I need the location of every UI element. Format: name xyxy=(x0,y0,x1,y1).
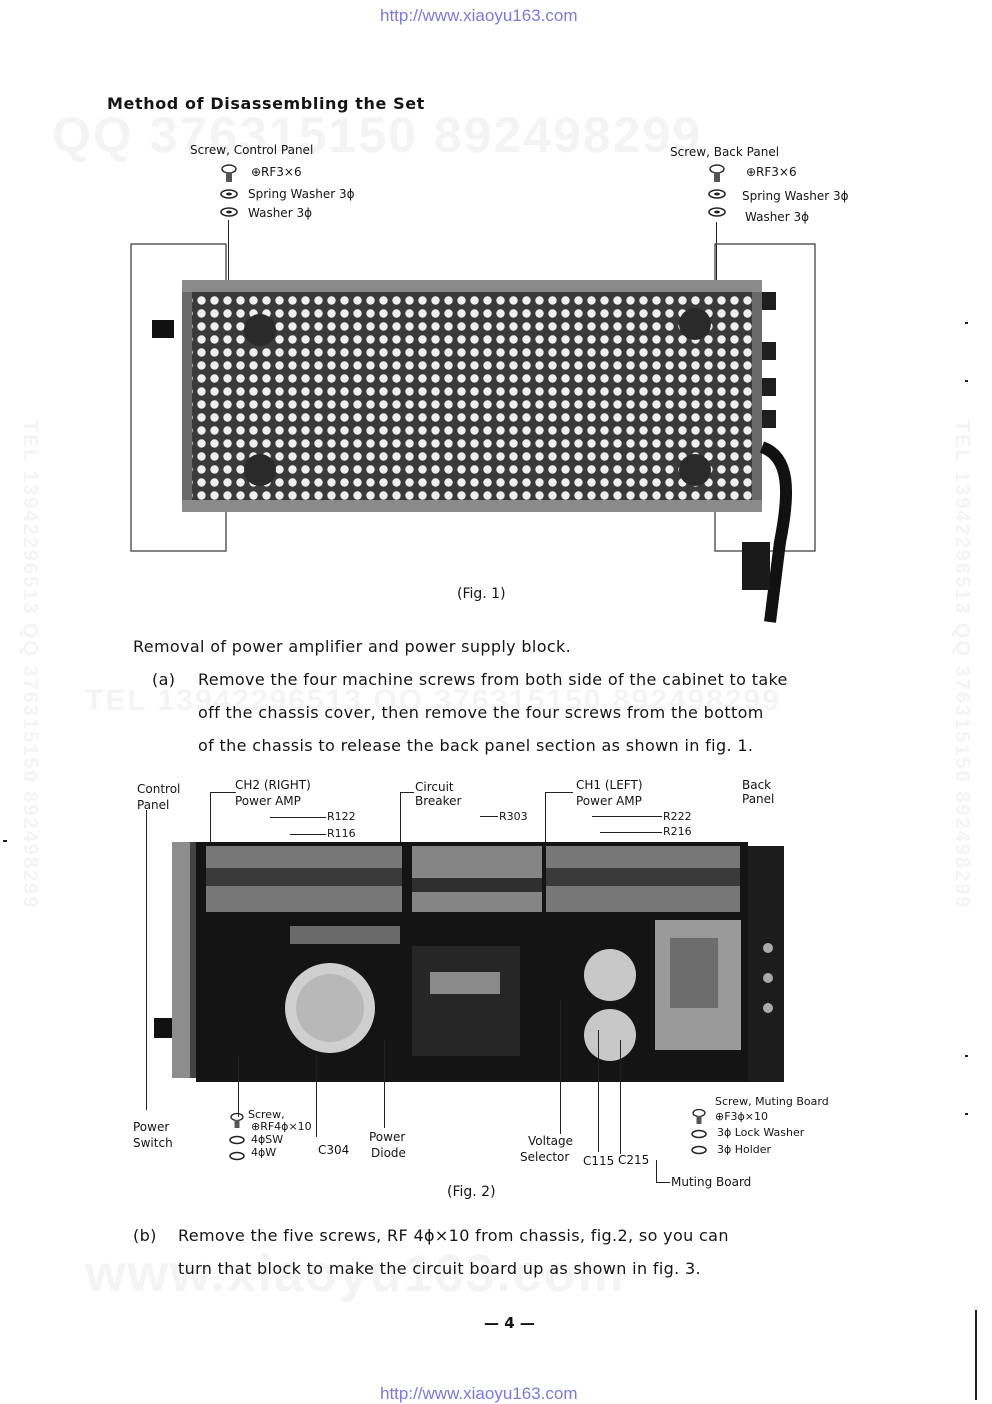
watermark-tel: TEL 13942296513 QQ 376315150 892498299 xyxy=(85,684,781,717)
fig1-left-callout-item: Spring Washer 3ϕ xyxy=(248,187,355,201)
fig2-label-screw-right: 3ϕ Holder xyxy=(717,1143,772,1156)
fig2-label-r216: R216 xyxy=(663,825,692,838)
watermark-qq: QQ 376315150 892498299 xyxy=(52,107,703,163)
step-a-line: off the chassis cover, then remove the f… xyxy=(198,703,764,722)
step-b-marker: (b) xyxy=(133,1226,157,1245)
fig1-left-callout-item: ⊕RF3×6 xyxy=(251,165,302,179)
screw-stack-icon xyxy=(691,1108,707,1155)
step-a-line: of the chassis to release the back panel… xyxy=(198,736,754,755)
fig2-label-r122: R122 xyxy=(327,810,356,823)
fig2-label-back-panel: Back xyxy=(742,778,772,792)
fig2-label-voltage-selector: Voltage xyxy=(528,1134,574,1148)
watermark-vertical-right: TEL 13942296513 QQ 376315150 892498299 xyxy=(951,420,973,910)
fig2-chassis-photo xyxy=(150,828,810,1096)
fig1-chassis-photo xyxy=(130,243,816,623)
fig2-label-back-panel: Panel xyxy=(742,792,775,806)
watermark-www: www.xiaoyu163.com xyxy=(85,1245,626,1303)
fig1-caption: (Fig. 1) xyxy=(457,586,506,602)
fig1-left-callout-heading: Screw, Control Panel xyxy=(190,143,314,157)
fig2-label-c304: C304 xyxy=(318,1143,350,1157)
fig2-label-control-panel: Control xyxy=(137,782,181,796)
fig2-label-power-switch: Switch xyxy=(133,1136,173,1150)
fig1-right-callout-heading: Screw, Back Panel xyxy=(670,145,780,159)
fig2-label-ch1: CH1 (LEFT) xyxy=(576,778,643,792)
step-b-line: Remove the five screws, RF 4ϕ×10 from ch… xyxy=(178,1226,729,1245)
fig2-label-screw-muting-board: Screw, Muting Board xyxy=(715,1095,829,1108)
fig1-right-callout-item: Spring Washer 3ϕ xyxy=(742,189,849,203)
fig1-right-callout-item: ⊕RF3×6 xyxy=(746,165,797,179)
screw-stack-icon xyxy=(229,1112,245,1161)
screw-stack-icon xyxy=(220,164,238,217)
fig2-label-voltage-selector: Selector xyxy=(520,1150,570,1164)
step-a-line: Remove the four machine screws from both… xyxy=(198,670,788,689)
step-b-line: turn that block to make the circuit boar… xyxy=(178,1259,701,1278)
fig1-right-callout-item: Washer 3ϕ xyxy=(745,210,809,224)
fig2-label-power-diode: Diode xyxy=(371,1146,406,1160)
screw-stack-icon xyxy=(708,164,726,217)
fig2-label-screw-right: ⊕F3ϕ×10 xyxy=(715,1110,769,1123)
step-a-marker: (a) xyxy=(152,670,176,689)
fig2-label-control-panel: Panel xyxy=(137,798,170,812)
watermark-vertical-left: TEL 13942296513 QQ 376315150 892498299 xyxy=(19,420,41,910)
footer-url[interactable]: http://www.xiaoyu163.com xyxy=(380,1384,578,1403)
page-number: — 4 — xyxy=(484,1314,535,1332)
page-title: Method of Disassembling the Set xyxy=(107,94,425,113)
fig2-label-ch2: CH2 (RIGHT) xyxy=(235,778,311,792)
fig2-label-muting-board: Muting Board xyxy=(671,1175,752,1189)
fig2-label-screw: ⊕RF4ϕ×10 xyxy=(251,1120,312,1133)
section-heading: Removal of power amplifier and power sup… xyxy=(133,637,572,656)
fig2-label-c115: C115 xyxy=(583,1154,615,1168)
fig2-caption: (Fig. 2) xyxy=(447,1184,496,1200)
fig2-label-c215: C215 xyxy=(618,1153,650,1167)
fig2-label-screw: 4ϕSW xyxy=(251,1133,284,1146)
fig2-label-screw: Screw, xyxy=(248,1108,285,1121)
fig2-label-ch1: Power AMP xyxy=(576,794,642,808)
fig2-label-circuit-breaker: Breaker xyxy=(415,794,462,808)
fig2-label-power-diode: Power xyxy=(369,1130,406,1144)
fig2-label-power-switch: Power xyxy=(133,1120,170,1134)
fig2-label-r303: R303 xyxy=(499,810,528,823)
fig2-label-r222: R222 xyxy=(663,810,692,823)
fig1-left-callout-item: Washer 3ϕ xyxy=(248,206,312,220)
fig2-label-screw-right: 3ϕ Lock Washer xyxy=(717,1126,805,1139)
header-url[interactable]: http://www.xiaoyu163.com xyxy=(380,6,578,25)
fig2-label-screw: 4ϕW xyxy=(251,1146,277,1159)
fig2-label-r116: R116 xyxy=(327,827,356,840)
fig2-label-circuit-breaker: Circuit xyxy=(415,780,454,794)
fig2-label-ch2: Power AMP xyxy=(235,794,301,808)
